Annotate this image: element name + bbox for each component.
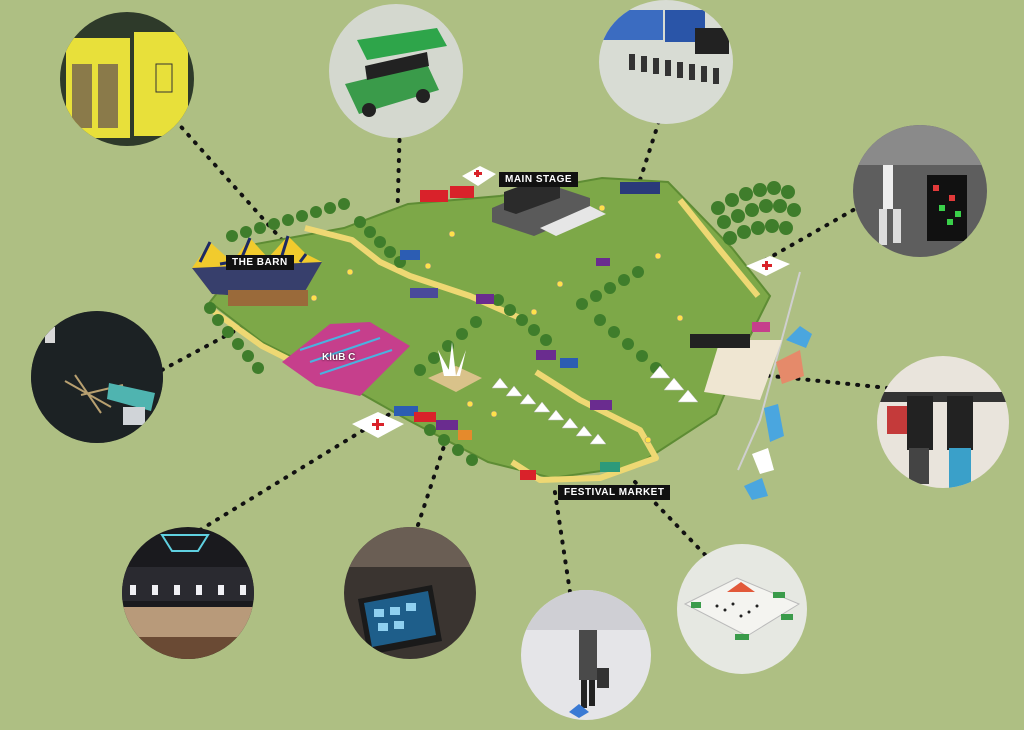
klub-c-tent (282, 322, 410, 396)
market-tents (491, 365, 699, 445)
photo-litter-in-water[interactable] (31, 311, 163, 443)
first-aid-points (352, 166, 790, 438)
interactive-floor-photo-booth-image (877, 356, 1009, 488)
connector-7 (552, 484, 572, 594)
photo-self-service-bar-taps[interactable] (122, 527, 254, 659)
visitor-walking-with-luggage-image (521, 590, 651, 720)
connector-9 (198, 410, 395, 532)
stage-audience-seating-image (599, 0, 733, 124)
festival-field (208, 176, 772, 480)
arrow-sign-3 (764, 404, 784, 442)
first-aid-point-north (462, 166, 496, 186)
path-market (510, 369, 659, 483)
tablet-ordering-screen-image (344, 527, 476, 659)
photo-market-overview[interactable] (677, 544, 807, 674)
tree-rows (204, 181, 801, 466)
tree-row-northwest (226, 198, 350, 242)
tree-row-southeast (414, 314, 662, 466)
photo-interactive-game-kiosk[interactable] (853, 125, 987, 257)
wristband-feedback-poster-image (60, 12, 194, 146)
centerpiece-sculpture (428, 342, 482, 392)
photo-wristband-feedback-poster[interactable] (60, 12, 194, 146)
photo-stage-audience-seating[interactable] (599, 0, 733, 124)
photo-interactive-floor-photo-booth[interactable] (877, 356, 1009, 488)
tree-row-center (492, 266, 644, 346)
service-road (737, 271, 801, 471)
tree-cluster-east (711, 181, 801, 245)
stalls (394, 182, 770, 480)
photo-visitor-walking-with-luggage[interactable] (521, 590, 651, 720)
entrance-plaza (704, 340, 782, 400)
arrow-sign-1 (786, 326, 812, 348)
festival-market-label[interactable]: FESTIVAL MARKET (558, 485, 671, 500)
arrow-sign-2 (776, 350, 804, 384)
connector-4 (760, 203, 864, 264)
photo-tablet-ordering-screen[interactable] (344, 527, 476, 659)
the-barn-deck (228, 290, 308, 306)
first-aid-point-south (352, 412, 404, 438)
klub-c-label[interactable]: KluB C (322, 352, 356, 363)
tree-row-west (204, 302, 264, 374)
first-aid-point-east (746, 256, 790, 276)
arrow-sign-4 (752, 448, 774, 474)
festival-shuttle-vehicle-image (329, 4, 463, 138)
arrow-signs (744, 326, 812, 500)
litter-in-water-image (31, 311, 163, 443)
photo-festival-shuttle-vehicle[interactable] (329, 4, 463, 138)
connector-1 (173, 118, 284, 242)
the-barn-label[interactable]: THE BARN (226, 255, 294, 270)
self-service-bar-taps-image (122, 527, 254, 659)
market-overview-image (677, 544, 807, 674)
interactive-game-kiosk-image (853, 125, 987, 257)
arrow-sign-5 (744, 478, 768, 500)
info-markers (310, 204, 684, 444)
path-east (677, 198, 761, 298)
main-stage-label[interactable]: MAIN STAGE (499, 172, 579, 187)
